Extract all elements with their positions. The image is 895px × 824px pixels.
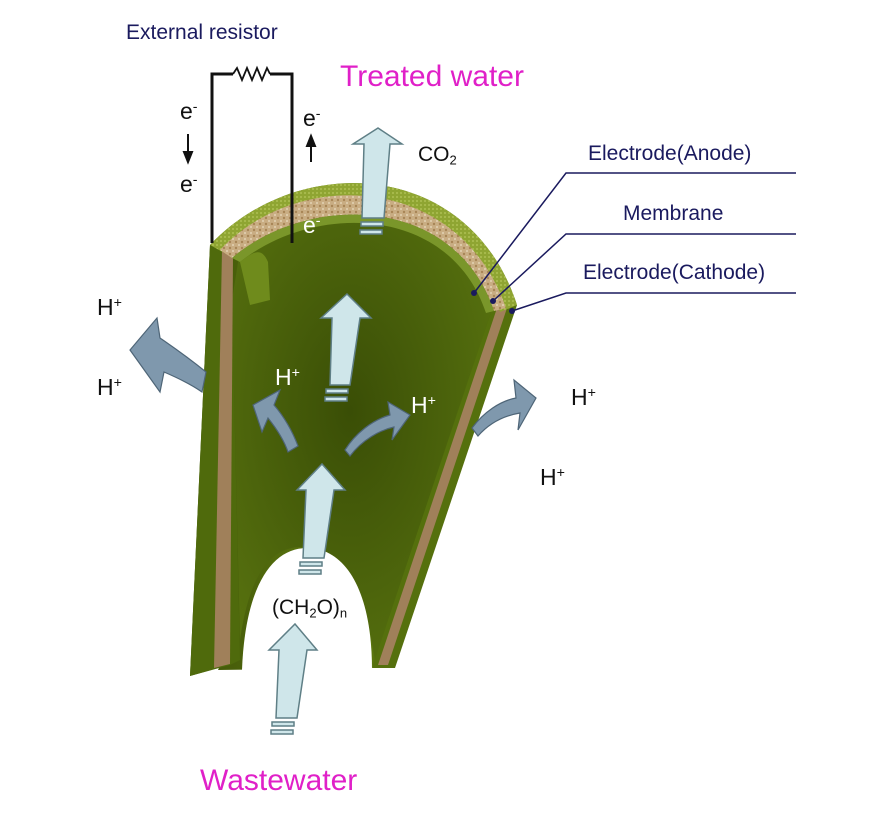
- electrode-anode-label: Electrode(Anode): [588, 143, 751, 164]
- layer-leader-lines: [474, 173, 796, 311]
- proton-label-left-1: H+: [97, 296, 122, 319]
- circuit-wire: [212, 74, 233, 243]
- proton-label-right-1: H+: [571, 386, 596, 409]
- organic-matter-label: (CH2O)n: [272, 597, 347, 619]
- electron-flow-arrows: [184, 134, 315, 162]
- treated-water-label: Treated water: [340, 62, 524, 92]
- electron-label-left-top: e-: [180, 100, 198, 123]
- tube-body: [190, 183, 517, 676]
- resistor-zigzag: [233, 68, 270, 80]
- membrane-label: Membrane: [623, 203, 723, 224]
- proton-label-left-2: H+: [97, 376, 122, 399]
- co2-label: CO2: [418, 144, 457, 166]
- external-resistor-label: External resistor: [126, 22, 278, 43]
- proton-arrow-outer-left: [130, 318, 206, 392]
- electron-label-left-bottom: e-: [180, 173, 198, 196]
- proton-label-inner-right: H+: [411, 394, 436, 417]
- electron-label-inner: e-: [303, 214, 321, 237]
- electron-label-right-top: e-: [303, 107, 321, 130]
- proton-label-right-2: H+: [540, 466, 565, 489]
- proton-label-inner-left: H+: [275, 366, 300, 389]
- wastewater-label: Wastewater: [200, 766, 357, 796]
- electrode-cathode-label: Electrode(Cathode): [583, 262, 765, 283]
